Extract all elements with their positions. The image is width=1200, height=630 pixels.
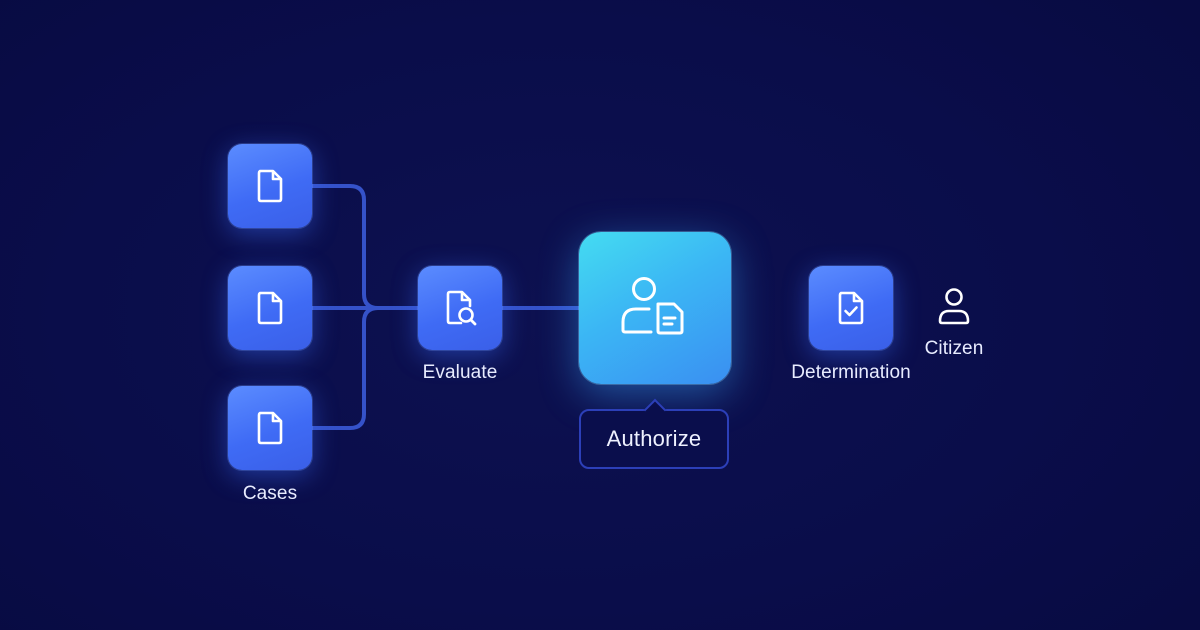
case-node-3[interactable] — [228, 386, 312, 470]
connector-case-1 — [310, 184, 422, 310]
connector-case-3 — [310, 306, 422, 430]
authorize-callout: Authorize — [579, 398, 729, 469]
document-search-icon — [446, 290, 477, 326]
evaluate-node[interactable] — [418, 266, 502, 350]
user-document-icon — [621, 277, 684, 335]
citizen-label: Citizen — [924, 338, 984, 359]
document-check-icon — [838, 291, 864, 325]
determination-node[interactable] — [809, 266, 893, 350]
document-icon — [257, 411, 283, 445]
case-node-1[interactable] — [228, 144, 312, 228]
authorize-node[interactable] — [579, 232, 731, 384]
determination-label: Determination — [791, 362, 911, 383]
document-icon — [257, 291, 283, 325]
authorize-label: Authorize — [606, 426, 702, 451]
evaluate-label: Evaluate — [422, 362, 498, 383]
cases-label: Cases — [242, 483, 298, 504]
person-icon — [938, 288, 970, 325]
case-node-2[interactable] — [228, 266, 312, 350]
document-icon — [257, 169, 283, 203]
